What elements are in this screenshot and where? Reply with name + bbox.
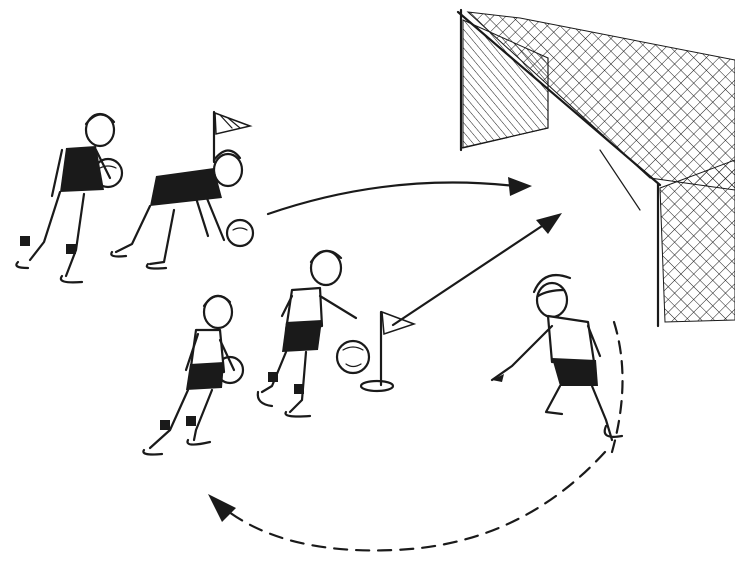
ball <box>227 220 253 246</box>
player-dribbling <box>258 251 356 417</box>
shot-arrow <box>393 213 562 325</box>
ball <box>337 341 369 373</box>
player-waiting-2 <box>143 296 234 455</box>
player-waiting-1 <box>16 114 114 282</box>
pass-arrow-top <box>268 177 532 214</box>
soccer-goal <box>458 10 735 326</box>
player-bending-ball <box>111 150 242 268</box>
player-goalkeeper-return <box>492 275 622 440</box>
goal-net-side <box>660 160 735 322</box>
